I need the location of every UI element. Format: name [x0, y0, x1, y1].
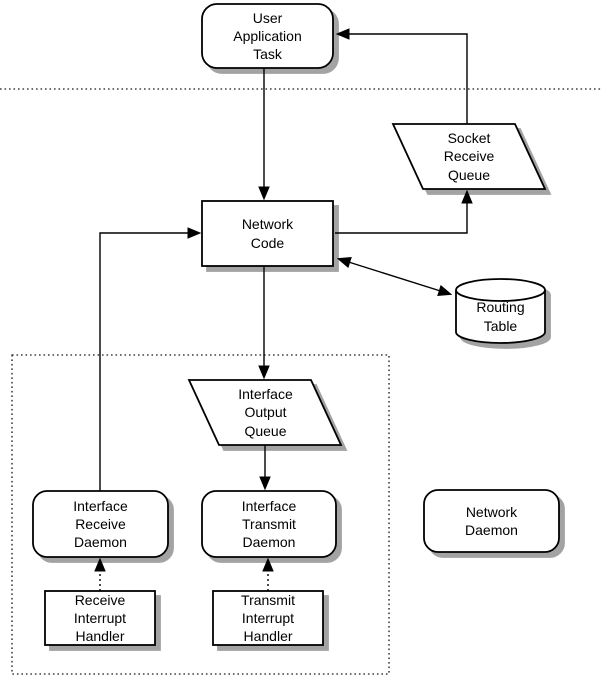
socket-receive-queue-node — [391, 123, 547, 190]
interface-transmit-daemon-node — [201, 490, 337, 558]
connector-layer — [94, 28, 473, 591]
arrow-receive-daemon-to-network-code — [99, 227, 202, 491]
network-daemon-node — [423, 489, 560, 553]
network-code-node — [201, 200, 334, 267]
arrow-network-code-to-socket-queue — [335, 189, 473, 234]
arrow-network-code-routing-table-bidirectional — [336, 256, 453, 297]
dotted-boundary-box — [11, 354, 390, 675]
interface-receive-daemon-node — [32, 490, 169, 558]
routing-table-cylinder-body — [455, 290, 546, 344]
interface-output-queue-node — [187, 379, 343, 446]
routing-table-cylinder-top — [455, 278, 546, 302]
transmit-interrupt-handler-node — [212, 590, 324, 646]
user-application-task-node — [201, 3, 334, 69]
receive-interrupt-handler-node — [44, 590, 156, 646]
node-layer — [32, 3, 560, 646]
arrow-socket-queue-to-user-task — [335, 28, 468, 124]
